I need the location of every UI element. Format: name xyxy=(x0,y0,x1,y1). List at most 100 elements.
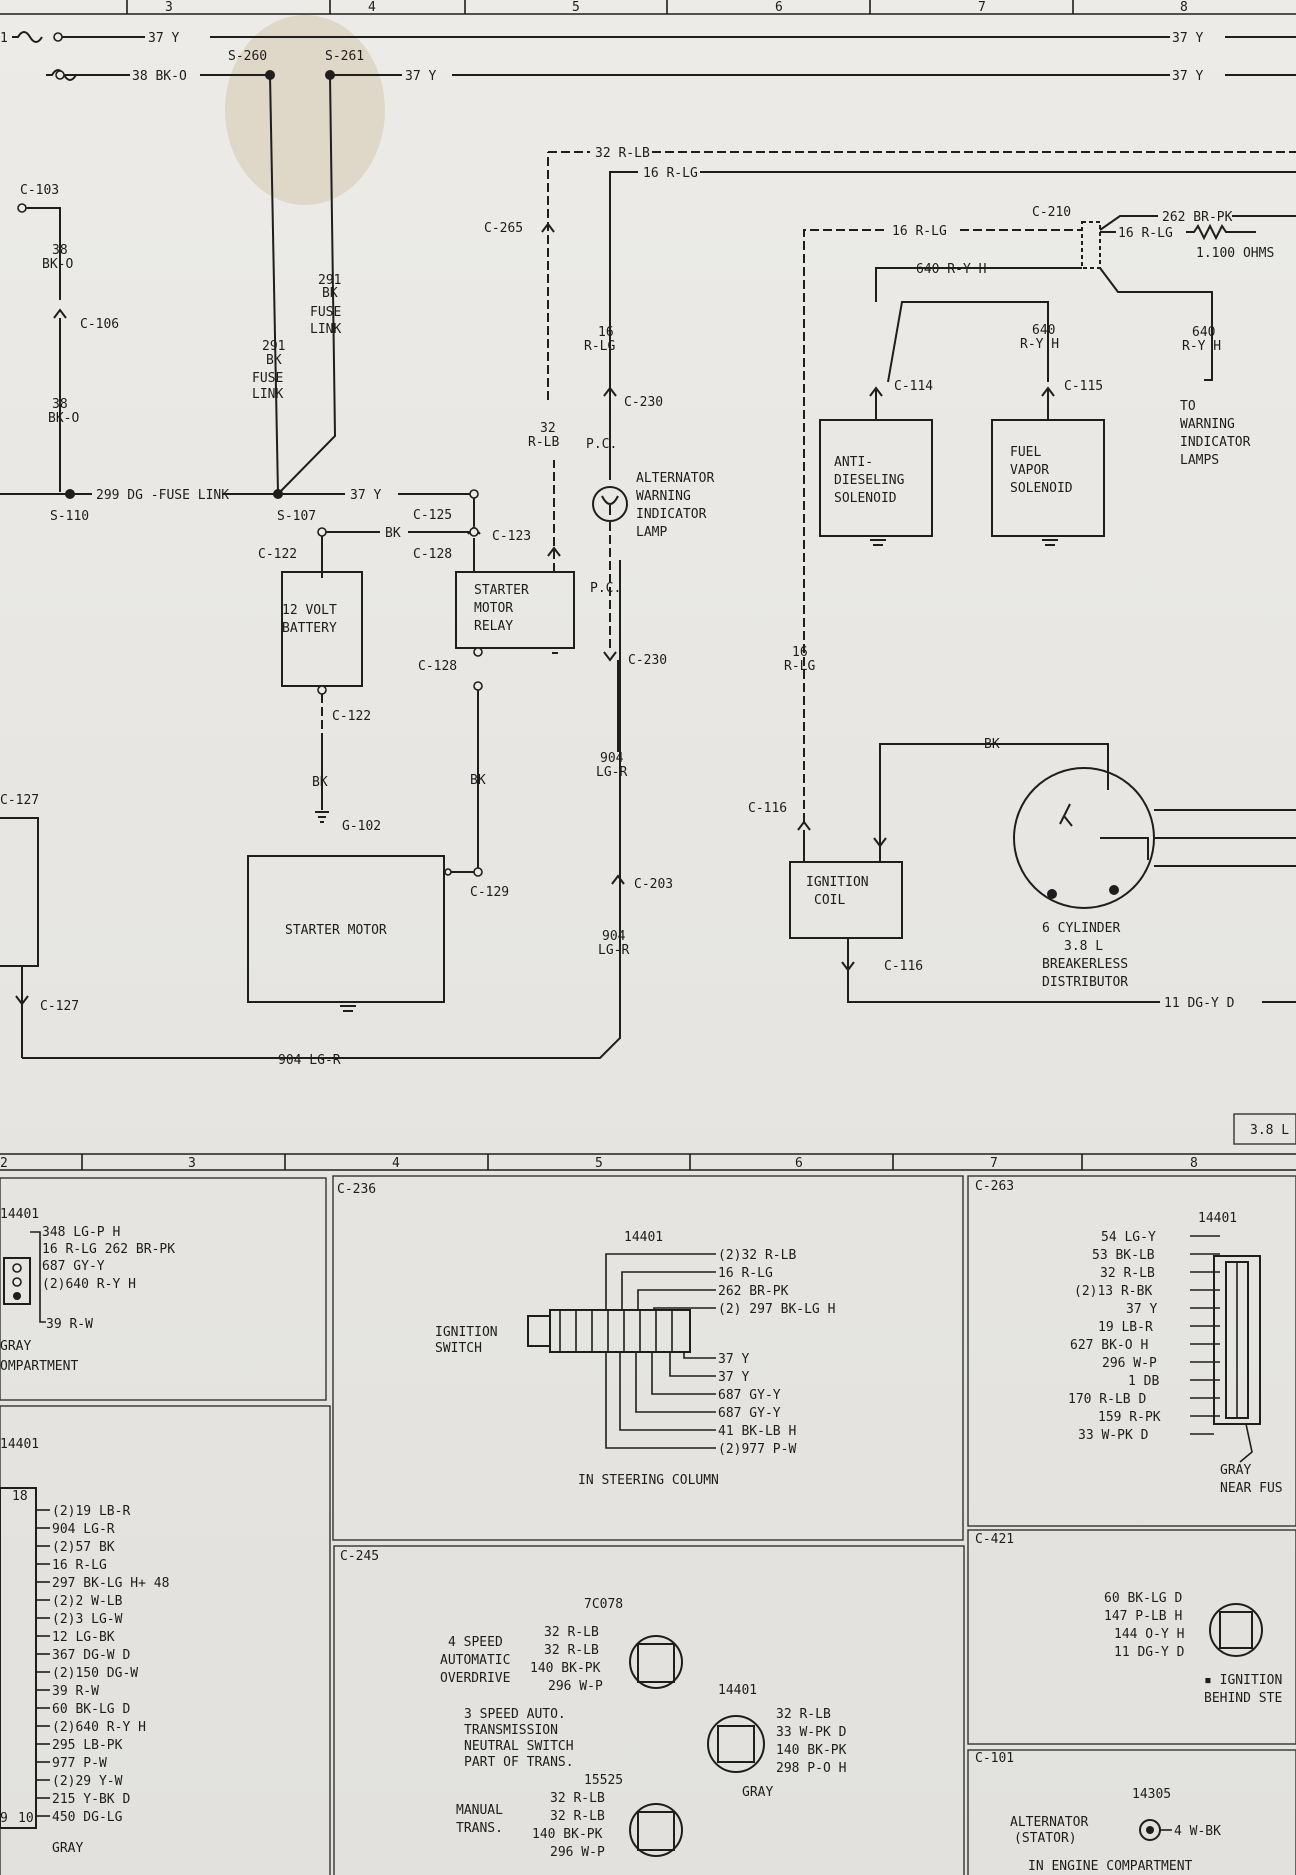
label-wires-w16l: 16 xyxy=(792,645,808,660)
svg-text:1: 1 xyxy=(0,31,8,46)
conn-c122a: C-122 xyxy=(258,547,297,562)
conn-c127b: C-127 xyxy=(40,999,79,1014)
label-panels-p_left_bot-pins-13: 295 LB-PK xyxy=(52,1738,123,1753)
label-panels-c245-color2: GRAY xyxy=(742,1785,773,1800)
conn-c210: C-210 xyxy=(1032,205,1071,220)
label-panels-p_left_bot-pins-9: (2)150 DG-W xyxy=(52,1666,138,1681)
label-wires-w640a2: R-Y H xyxy=(1020,337,1059,352)
label-panels-c245-lbl3-0: MANUAL xyxy=(456,1803,503,1818)
label-panels-p_left_bot-pins-6: (2)3 LG-W xyxy=(52,1612,123,1627)
label-wires-w38a: 38 xyxy=(52,243,68,258)
label-wires-fl1d: LINK xyxy=(310,322,341,337)
label-panels-p_left_bot-hdr: 18 xyxy=(12,1489,28,1504)
label-panels-c245-lbl2-3: PART OF TRANS. xyxy=(464,1755,574,1770)
tag-38l: 3.8 L xyxy=(1250,1123,1289,1138)
label-wires-w640b2: R-Y H xyxy=(1182,339,1221,354)
label-components-battery-0: 12 VOLT xyxy=(282,603,337,618)
label-columns-mid-5: 7 xyxy=(990,1156,998,1171)
label-panels-c236-bot-4: 41 BK-LB H xyxy=(718,1424,796,1439)
wire-37y-r1: 37 Y xyxy=(1172,31,1203,46)
label-panels-c263-pins-5: 19 LB-R xyxy=(1098,1320,1153,1335)
conn-c129: C-129 xyxy=(470,885,509,900)
label-panels-c421-pins-3: 11 DG-Y D xyxy=(1114,1645,1185,1660)
wire-262: 262 BR-PK xyxy=(1162,210,1233,225)
label-panels-p_left_bot-pins-5: (2)2 W-LB xyxy=(52,1594,123,1609)
label-panels-c101-label-1: (STATOR) xyxy=(1014,1831,1077,1846)
wire-16rlg-c: 16 R-LG xyxy=(1118,226,1173,241)
wire-904-lgr-h: 904 LG-R xyxy=(278,1053,341,1068)
label-components-anti-2: SOLENOID xyxy=(834,491,897,506)
label-components-relay-2: RELAY xyxy=(474,619,513,634)
label-panels-p_left_bot-pins-3: 16 R-LG xyxy=(52,1558,107,1573)
label-panels-c236-top-1: 16 R-LG xyxy=(718,1266,773,1281)
label-panels-c245-lbl2-1: TRANSMISSION xyxy=(464,1723,558,1738)
label-components-dist-2: BREAKERLESS xyxy=(1042,957,1128,972)
label-panels-c245-lbl3-1: TRANS. xyxy=(456,1821,503,1836)
label-components-fuel-1: VAPOR xyxy=(1010,463,1049,478)
label-panels-c101-title: C-101 xyxy=(975,1751,1014,1766)
label-panels-p_left_bot-pins-16: 215 Y-BK D xyxy=(52,1792,130,1807)
label-panels-p_left_bot-pins-8: 367 DG-W D xyxy=(52,1648,130,1663)
label-wires-w32v: 32 xyxy=(540,421,556,436)
label-wires-fl2a: 291 xyxy=(262,339,285,354)
label-components-battery-1: BATTERY xyxy=(282,621,337,636)
wire-11dgy: 11 DG-Y D xyxy=(1164,996,1235,1011)
wire-32rlb: 32 R-LB xyxy=(595,146,650,161)
label-panels-p_left_top-num: 14401 xyxy=(0,1207,39,1222)
label-panels-c236-label-1: SWITCH xyxy=(435,1341,482,1356)
label-columns-mid-6: 8 xyxy=(1190,1156,1198,1171)
col-7: 7 xyxy=(978,0,986,15)
label-panels-p_left_top-loc: OMPARTMENT xyxy=(0,1359,78,1374)
conn-c125: C-125 xyxy=(413,508,452,523)
label-components-warn-1: WARNING xyxy=(1180,417,1235,432)
label-components-relay-1: MOTOR xyxy=(474,601,513,616)
col-8: 8 xyxy=(1180,0,1188,15)
ohms-label: 1.100 OHMS xyxy=(1196,246,1274,261)
label-panels-c245-lbl2-2: NEUTRAL SWITCH xyxy=(464,1739,574,1754)
label-wires-fl1b: BK xyxy=(322,286,338,301)
label-wires-w904b: 904 xyxy=(602,929,626,944)
label-panels-p_left_bot-num: 14401 xyxy=(0,1437,39,1452)
label-components-warn-0: TO xyxy=(1180,399,1196,414)
conn-c127a: C-127 xyxy=(0,793,39,808)
label-wires-w16v: 16 xyxy=(598,325,614,340)
label-panels-c263-color: GRAY xyxy=(1220,1463,1251,1478)
label-components-alt_lamp-3: LAMP xyxy=(636,525,667,540)
col-4: 4 xyxy=(368,0,376,15)
conn-c230b: C-230 xyxy=(628,653,667,668)
label-components-starter: STARTER MOTOR xyxy=(285,923,387,938)
col-3: 3 xyxy=(165,0,173,15)
conn-c265: C-265 xyxy=(484,221,523,236)
label-panels-c236-label-0: IGNITION xyxy=(435,1325,498,1340)
label-wires-wbk3: BK xyxy=(470,773,486,788)
label-panels-p_left_top-pins-1: 16 R-LG 262 BR-PK xyxy=(42,1242,175,1257)
label-wires-w904a: 904 xyxy=(600,751,624,766)
label-panels-p_left_bot-pins-0: (2)19 LB-R xyxy=(52,1504,130,1519)
conn-c230a: C-230 xyxy=(624,395,663,410)
conn-c128a: C-128 xyxy=(413,547,452,562)
label-panels-c101-label-0: ALTERNATOR xyxy=(1010,1815,1088,1830)
conn-c123: C-123 xyxy=(492,529,531,544)
label-panels-c245-pins1-2: 140 BK-PK xyxy=(530,1661,601,1676)
conn-c114: C-114 xyxy=(894,379,933,394)
wire-38-bko: 38 BK-O xyxy=(132,69,187,84)
wire-16rlg: 16 R-LG xyxy=(643,166,698,181)
label-panels-c263-pins-1: 53 BK-LB xyxy=(1092,1248,1155,1263)
label-components-alt_lamp-2: INDICATOR xyxy=(636,507,707,522)
label-components-warn-2: INDICATOR xyxy=(1180,435,1251,450)
label-wires-wbk: BK xyxy=(385,526,401,541)
label-panels-c236-num: 14401 xyxy=(624,1230,663,1245)
label-components-dist-3: DISTRIBUTOR xyxy=(1042,975,1128,990)
label-panels-c236-top-0: (2)32 R-LB xyxy=(718,1248,796,1263)
label-panels-c245-lbl1-0: 4 SPEED xyxy=(448,1635,503,1650)
wire-37y-r2: 37 Y xyxy=(1172,69,1203,84)
label-wires-wbk_top: BK xyxy=(984,737,1000,752)
label-components-alt_lamp-1: WARNING xyxy=(636,489,691,504)
label-wires-w904b2: LG-R xyxy=(598,943,629,958)
label-wires-w32v2: R-LB xyxy=(528,435,559,450)
label-panels-c263-num: 14401 xyxy=(1198,1211,1237,1226)
label-components-alt_lamp-0: ALTERNATOR xyxy=(636,471,714,486)
conn-c115: C-115 xyxy=(1064,379,1103,394)
label-panels-c245-num2: 14401 xyxy=(718,1683,757,1698)
